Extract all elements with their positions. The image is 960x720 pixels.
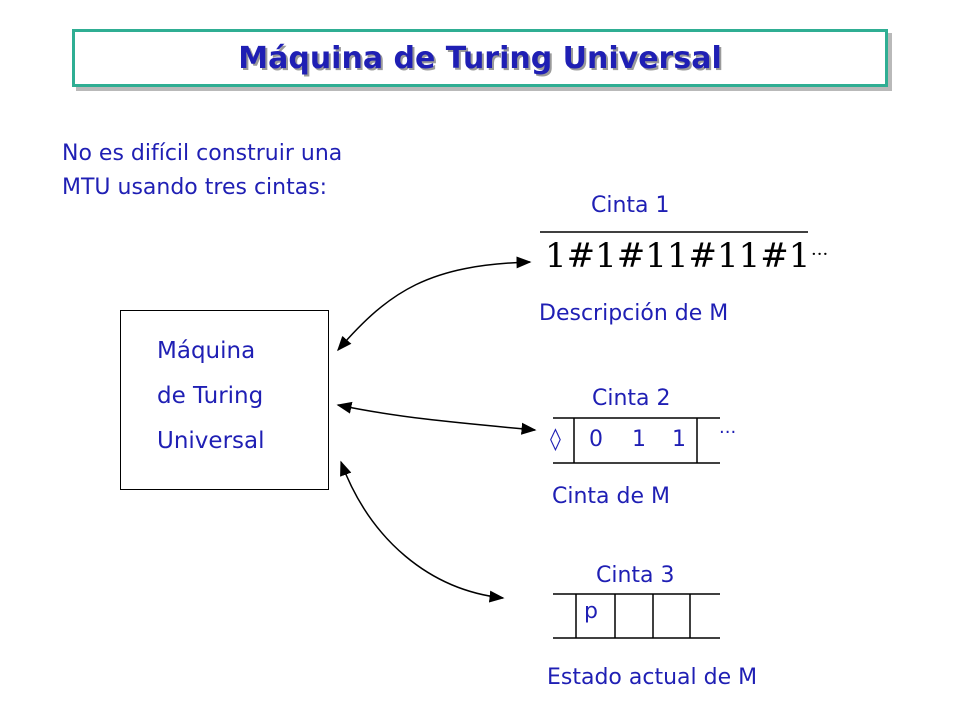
title-banner: Máquina de Turing Universal <box>72 29 888 87</box>
tape2-ellipsis: ··· <box>719 422 737 443</box>
tape1-caption: Descripción de M <box>539 301 729 326</box>
tape2-cell-2: 0 <box>589 427 603 452</box>
machine-label-line-2: de Turing <box>157 383 264 409</box>
intro-line-2: MTU usando tres cintas: <box>62 175 328 200</box>
intro-line-1: No es difícil construir una <box>62 141 343 166</box>
arrow-machine-tape2 <box>336 401 537 435</box>
tape1-label: Cinta 1 <box>591 193 670 218</box>
tape3-label: Cinta 3 <box>596 563 675 588</box>
tape2-label: Cinta 2 <box>592 386 671 411</box>
machine-label-line-3: Universal <box>157 428 265 454</box>
tape2-cell-4: 1 <box>672 427 686 452</box>
tape3-caption: Estado actual de M <box>547 665 758 690</box>
tape2-cell-3: 1 <box>632 427 646 452</box>
turing-machine-box <box>120 310 329 490</box>
arrow-machine-tape3 <box>340 460 505 603</box>
machine-label-line-1: Máquina <box>157 338 256 364</box>
tape2-caption: Cinta de M <box>552 484 670 509</box>
page-title: Máquina de Turing Universal <box>238 40 722 76</box>
arrow-machine-tape1 <box>337 256 532 352</box>
tape2-cell-1: ◊ <box>550 427 561 452</box>
tape1-ellipsis: ··· <box>811 244 829 265</box>
tape3-cell-1: p <box>584 599 598 624</box>
tape2-frame <box>553 417 720 464</box>
tape1-content: 1#1#11#11#1 <box>545 236 811 276</box>
tape3-frame <box>553 593 720 639</box>
